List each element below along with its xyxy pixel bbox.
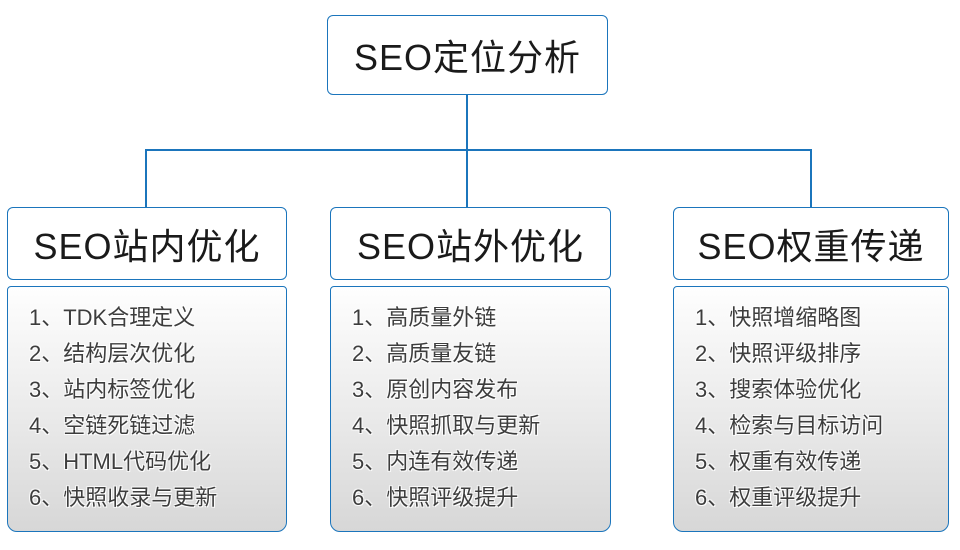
list-item: 6、快照评级提升	[352, 485, 519, 510]
list-item: 1、高质量外链	[352, 305, 497, 330]
connector-drop-offsite	[466, 150, 468, 207]
connector-drop-weight	[810, 150, 812, 207]
branch-header-weight: SEO权重传递	[673, 207, 949, 280]
branch-header-offsite: SEO站外优化	[330, 207, 611, 280]
list-item: 5、HTML代码优化	[29, 449, 212, 474]
list-item: 2、高质量友链	[352, 341, 497, 366]
list-item: 2、结构层次优化	[29, 341, 196, 366]
list-item: 2、快照评级排序	[695, 341, 862, 366]
offsite-item-list: 1、高质量外链 2、高质量友链 3、原创内容发布 4、快照抓取与更新 5、内连有…	[331, 287, 610, 516]
connector-root-stem	[466, 95, 468, 151]
list-item: 4、检索与目标访问	[695, 413, 884, 438]
list-item: 3、搜索体验优化	[695, 377, 862, 402]
list-item: 1、快照增缩略图	[695, 305, 862, 330]
list-item: 3、站内标签优化	[29, 377, 196, 402]
branch-header-weight-title: SEO权重传递	[697, 225, 925, 267]
list-item: 4、空链死链过滤	[29, 413, 196, 438]
branch-header-onsite: SEO站内优化	[7, 207, 287, 280]
connector-horizontal-rail	[145, 149, 812, 151]
branch-header-offsite-title: SEO站外优化	[356, 225, 585, 267]
branch-list-offsite: 1、高质量外链 2、高质量友链 3、原创内容发布 4、快照抓取与更新 5、内连有…	[330, 286, 611, 532]
onsite-item-list: 1、TDK合理定义 2、结构层次优化 3、站内标签优化 4、空链死链过滤 5、H…	[8, 287, 286, 516]
list-item: 4、快照抓取与更新	[352, 413, 541, 438]
list-item: 5、内连有效传递	[352, 449, 519, 474]
list-item: 6、快照收录与更新	[29, 485, 218, 510]
list-item: 5、权重有效传递	[695, 449, 862, 474]
connector-drop-onsite	[145, 150, 147, 207]
branch-header-onsite-title: SEO站内优化	[33, 225, 261, 267]
list-item: 1、TDK合理定义	[29, 305, 196, 330]
branch-list-onsite: 1、TDK合理定义 2、结构层次优化 3、站内标签优化 4、空链死链过滤 5、H…	[7, 286, 287, 532]
weight-item-list: 1、快照增缩略图 2、快照评级排序 3、搜索体验优化 4、检索与目标访问 5、权…	[674, 287, 948, 516]
branch-list-weight: 1、快照增缩略图 2、快照评级排序 3、搜索体验优化 4、检索与目标访问 5、权…	[673, 286, 949, 532]
list-item: 3、原创内容发布	[352, 377, 519, 402]
root-node-title: SEO定位分析	[353, 37, 582, 78]
root-node-seo-positioning: SEO定位分析	[327, 15, 608, 95]
list-item: 6、权重评级提升	[695, 485, 862, 510]
